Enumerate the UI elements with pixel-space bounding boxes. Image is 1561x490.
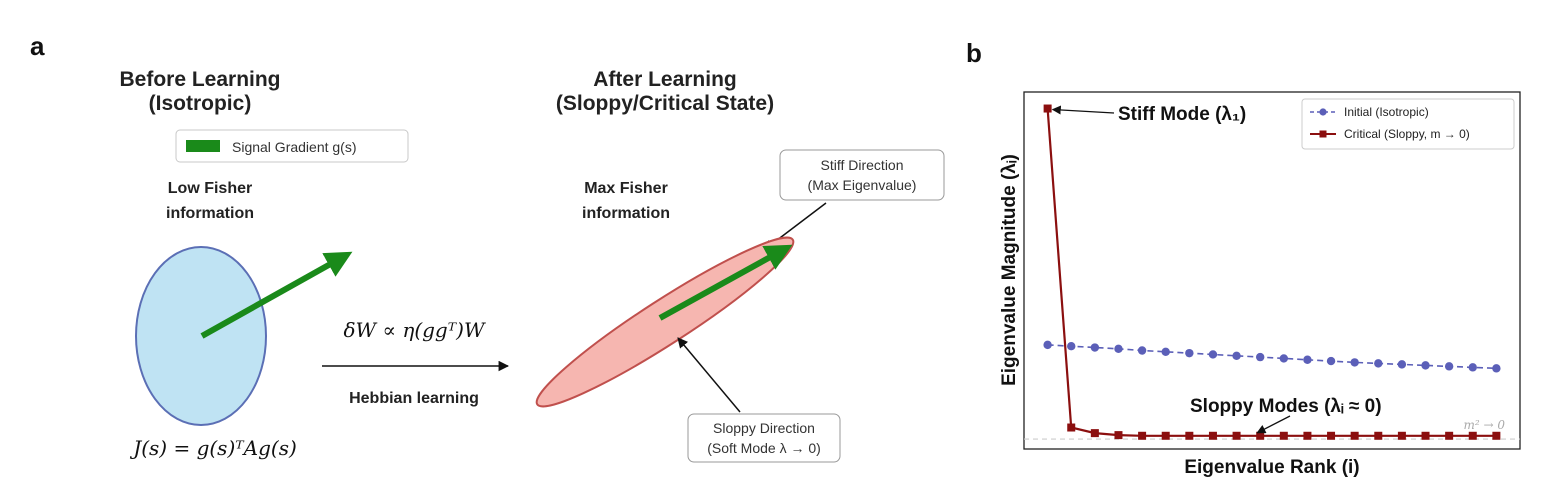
data-point-s1-16 — [1421, 431, 1430, 440]
fisher-equation: J(s) = g(s)ᵀAg(s) — [129, 436, 297, 460]
before-title-line2: (Isotropic) — [149, 92, 252, 115]
sloppy-modes-label: Sloppy Modes (λᵢ ≈ 0) — [1190, 396, 1382, 417]
legend-text-critical: Critical (Sloppy, m → 0) — [1344, 127, 1470, 141]
stiff-direction-box: Stiff Direction (Max Eigenvalue) — [779, 149, 945, 201]
signal-gradient-arrow — [200, 251, 353, 339]
panel-a-label: a — [30, 31, 45, 61]
data-point-s0-5 — [1161, 347, 1170, 357]
sloppy-line2: (Soft Mode λ → 0) — [707, 440, 821, 456]
legend-label: Signal Gradient g(s) — [232, 139, 357, 155]
data-point-s1-0 — [1043, 104, 1052, 113]
hebbian-equation: δW ∝ η(ggᵀ)W — [344, 318, 486, 342]
stiff-mode-label: Stiff Mode (λ₁) — [1118, 104, 1246, 125]
data-point-s1-6 — [1185, 431, 1194, 440]
legend-marker-critical — [1319, 130, 1327, 138]
data-point-s1-12 — [1327, 431, 1336, 440]
after-title-line1: After Learning — [593, 68, 737, 91]
data-point-s1-15 — [1397, 431, 1406, 440]
panel-b-label: b — [966, 38, 982, 68]
data-point-s0-12 — [1326, 356, 1336, 366]
stiff-gradient-arrow — [658, 244, 793, 321]
data-point-s0-15 — [1397, 360, 1407, 369]
data-point-s0-9 — [1255, 352, 1265, 362]
low-fisher-line2: information — [166, 205, 254, 222]
max-fisher-line2: information — [582, 205, 670, 222]
sloppy-box — [687, 413, 841, 463]
legend-text-initial: Initial (Isotropic) — [1344, 105, 1429, 119]
data-point-s0-8 — [1232, 351, 1241, 360]
data-point-s0-7 — [1208, 350, 1218, 359]
panel-b: b m² → 0 Stiff Mode (λ₁) Sloppy Modes (λ… — [966, 38, 1521, 478]
y-axis-label: Eigenvalue Magnitude (λᵢ) — [999, 154, 1020, 386]
legend-box — [175, 129, 409, 163]
sloppy-pointer-arrow — [677, 337, 741, 413]
data-point-s1-1 — [1067, 423, 1076, 432]
data-point-s1-2 — [1090, 429, 1099, 438]
data-point-s0-18 — [1468, 363, 1477, 372]
isotropic-circle — [135, 246, 267, 426]
data-point-s0-0 — [1043, 340, 1052, 350]
data-point-s0-1 — [1067, 341, 1076, 351]
data-point-s0-4 — [1137, 346, 1147, 355]
data-point-s0-17 — [1444, 362, 1454, 371]
data-point-s1-13 — [1350, 431, 1359, 440]
series-layer — [1043, 104, 1501, 440]
data-point-s1-10 — [1279, 431, 1288, 440]
data-point-s0-11 — [1303, 355, 1312, 364]
data-point-s1-17 — [1445, 431, 1454, 440]
sloppy-direction-box: Sloppy Direction (Soft Mode λ → 0) — [687, 413, 841, 463]
data-point-s0-14 — [1374, 359, 1383, 368]
legend-swatch-green — [186, 140, 220, 152]
plot-legend-box — [1301, 98, 1515, 150]
data-point-s1-19 — [1492, 431, 1501, 440]
data-point-s1-7 — [1208, 431, 1217, 440]
sloppy-line1: Sloppy Direction — [713, 420, 815, 436]
plot-legend: Initial (Isotropic) Critical (Sloppy, m … — [1301, 98, 1515, 150]
after-title-line2: (Sloppy/Critical State) — [556, 92, 774, 115]
x-axis-label: Eigenvalue Rank (i) — [1184, 457, 1359, 478]
before-title-line1: Before Learning — [119, 68, 280, 91]
m-squared-label: m² → 0 — [1463, 418, 1505, 432]
data-point-s1-8 — [1232, 431, 1241, 440]
data-point-s0-16 — [1421, 361, 1430, 370]
data-point-s1-3 — [1114, 431, 1123, 440]
data-point-s0-2 — [1090, 343, 1100, 352]
stiff-line1: Stiff Direction — [821, 157, 904, 173]
data-point-s0-6 — [1185, 348, 1194, 358]
sloppy-ellipse — [535, 236, 795, 408]
legend-marker-initial — [1319, 108, 1327, 116]
data-point-s1-11 — [1303, 431, 1312, 440]
stiff-mode-arrow — [1051, 105, 1115, 115]
sloppy-modes-arrow — [1256, 415, 1291, 434]
data-point-s0-19 — [1492, 364, 1501, 373]
data-point-s1-5 — [1161, 431, 1170, 440]
low-fisher-line1: Low Fisher — [168, 180, 252, 197]
data-point-s0-13 — [1350, 358, 1359, 367]
hebbian-label: Hebbian learning — [349, 390, 479, 407]
panel-a: a Before Learning (Isotropic) Signal Gra… — [30, 31, 945, 463]
plot-frame — [1023, 91, 1521, 450]
data-point-s0-3 — [1114, 344, 1123, 354]
stiff-line2: (Max Eigenvalue) — [808, 177, 917, 193]
legend-signal-gradient: Signal Gradient g(s) — [175, 129, 409, 163]
data-point-s1-14 — [1374, 431, 1383, 440]
data-point-s0-10 — [1279, 354, 1289, 363]
max-fisher-line1: Max Fisher — [584, 180, 668, 197]
data-point-s1-9 — [1256, 431, 1265, 440]
stiff-box — [779, 149, 945, 201]
data-point-s1-18 — [1468, 431, 1477, 440]
data-point-s1-4 — [1138, 431, 1147, 440]
